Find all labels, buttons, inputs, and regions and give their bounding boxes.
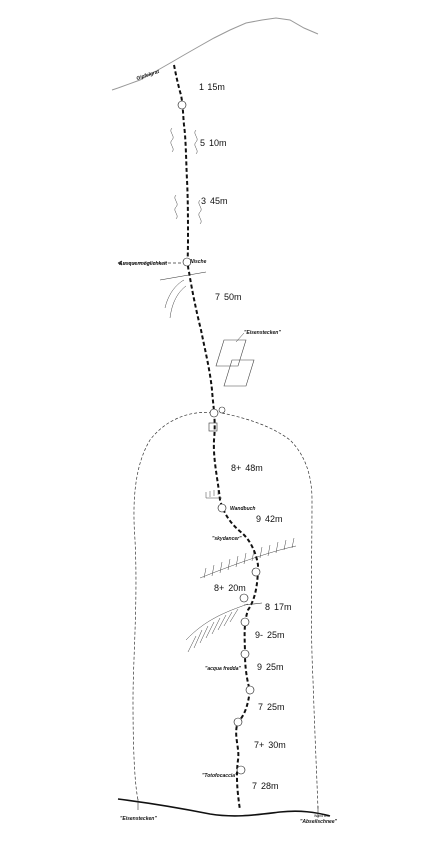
wall-outline-dashed-right [221, 412, 319, 811]
belay-station [245, 685, 255, 695]
crack-marks-2 [194, 129, 198, 155]
belay-station [209, 408, 219, 418]
note-nische: Nische [190, 259, 207, 265]
belay-station [251, 567, 261, 577]
note-abseil: "Abseilschnee" [300, 819, 338, 825]
note-wandbuch: Wandbuch [230, 506, 255, 512]
belay-station [236, 765, 246, 775]
belay-station [239, 593, 249, 603]
traverse-arrow [117, 260, 123, 266]
belay-stations [177, 100, 261, 775]
ground-line [117, 798, 331, 817]
rock-marker [218, 406, 226, 414]
overhang-hatch-1 [199, 537, 297, 579]
note-skydancer: "skydancer" [212, 536, 242, 542]
crack-marks-1 [170, 127, 174, 153]
pitch-label: 7+30m [254, 740, 286, 750]
wall-outline-dashed [132, 412, 213, 801]
crack-marks-4 [198, 199, 202, 225]
note-totofocaccia: "Totofocaccia" [202, 773, 238, 779]
ledge-line [159, 271, 207, 281]
belay-station [182, 257, 192, 267]
traverse-ticks [243, 602, 263, 606]
belay-station [217, 503, 227, 513]
pitch-label: 9-25m [255, 630, 285, 640]
pitch-label: 8+48m [231, 463, 263, 473]
note-acqua: "acqua fredda" [205, 666, 241, 672]
note-wand-small: Wand 8/9 [314, 814, 329, 818]
belay-station [240, 617, 250, 627]
note-eisenstecken-top: "Eisenstecken" [244, 330, 281, 336]
belay-station [240, 649, 250, 659]
note-ausquer: Ausquermöglichkeit [118, 261, 167, 267]
route-line [173, 64, 260, 811]
belay-station [177, 100, 187, 110]
belay-station [233, 717, 243, 727]
note-gipfel: Gipfelgrat [136, 69, 161, 82]
ground-ticks [137, 799, 319, 818]
block-marker [208, 422, 218, 432]
summit-ridge [117, 17, 319, 89]
eisenstecken-box-1 [215, 339, 247, 367]
crack-marks-3 [174, 194, 178, 220]
eisenstecken-box-2 [223, 359, 255, 387]
ridge-left [111, 87, 119, 91]
overhang-hatch-2 [185, 603, 249, 653]
groove-lines [164, 279, 187, 319]
eisenstecken-leader [235, 332, 245, 343]
pitch-label: 8+20m [214, 583, 246, 593]
note-eisenstecken-bottom: "Eisenstecken" [120, 816, 157, 822]
